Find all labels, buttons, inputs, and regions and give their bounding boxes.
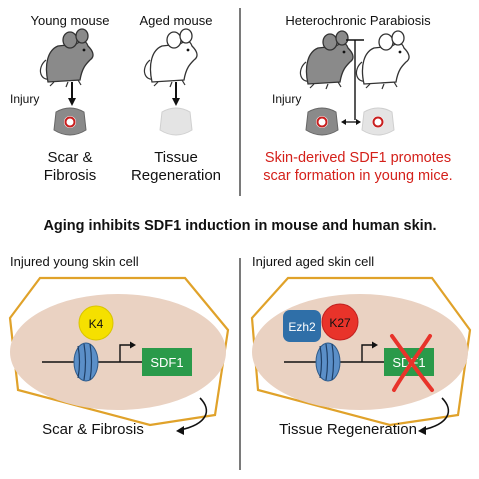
young-mouse-icon [39, 28, 94, 88]
k27-label: K27 [329, 316, 351, 330]
parabiosis-young-wound-icon [305, 107, 339, 136]
young-nucleosome-icon [73, 342, 99, 382]
young-tss-arrow [119, 344, 132, 362]
aged-tss-arrow-head [372, 341, 378, 349]
k4-mark [78, 305, 114, 341]
parabiosis-result-line1: Skin-derived SDF1 promotes [265, 150, 451, 166]
aged-cell-title: Injured aged skin cell [252, 254, 374, 269]
aged-nucleosome-icon [315, 342, 341, 382]
aged-mouse-label: Aged mouse [140, 13, 213, 28]
aged-cell-outcome: Tissue Regeneration [279, 421, 417, 438]
ezh2-label: Ezh2 [288, 320, 316, 334]
parabiosis-aged-wound-icon [361, 107, 395, 136]
aged-outcome-line1: Tissue [154, 149, 198, 166]
parabiosis-young-mouse-icon [299, 30, 354, 90]
aged-mouse-icon [143, 28, 198, 88]
young-sdf1-gene-box [142, 348, 192, 376]
young-cell-title: Injured young skin cell [10, 254, 139, 269]
young-sdf1-label: SDF1 [150, 355, 183, 370]
ezh2-box [283, 310, 321, 342]
exchange-arrow-head-right [356, 119, 361, 125]
blocked-x-icon [390, 334, 434, 392]
exchange-arrow-head-left [341, 119, 346, 125]
aged-outcome-line2: Regeneration [131, 167, 221, 184]
injury-label-right: Injury [272, 92, 301, 106]
injury-label-left: Injury [10, 92, 39, 106]
parabiosis-aged-mouse-icon [355, 30, 410, 90]
young-cell-outline [8, 276, 230, 427]
aged-tss-arrow [361, 344, 374, 362]
young-mouse-label: Young mouse [30, 13, 109, 28]
young-outcome-arrow-head [176, 426, 184, 435]
young-cell-outcome: Scar & Fibrosis [42, 421, 144, 438]
aged-wound-icon [159, 107, 193, 136]
aged-nucleus [252, 294, 468, 410]
young-outcome-line2: Fibrosis [44, 167, 97, 184]
headline: Aging inhibits SDF1 induction in mouse a… [43, 218, 436, 234]
aged-cell-outline [250, 276, 472, 427]
young-outcome-arrow [179, 397, 208, 431]
parabiosis-result-line2: scar formation in young mice. [263, 168, 452, 184]
young-outcome-line1: Scar & [47, 149, 92, 166]
aged-outcome-arrow [421, 397, 450, 431]
young-wound-icon [53, 107, 87, 136]
parabiosis-title: Heterochronic Parabiosis [285, 13, 431, 28]
aged-outcome-arrow-head [418, 426, 426, 435]
young-nucleus [10, 294, 226, 410]
k4-label: K4 [89, 317, 104, 331]
k27-mark [321, 303, 359, 341]
young-tss-arrow-head [130, 341, 136, 349]
